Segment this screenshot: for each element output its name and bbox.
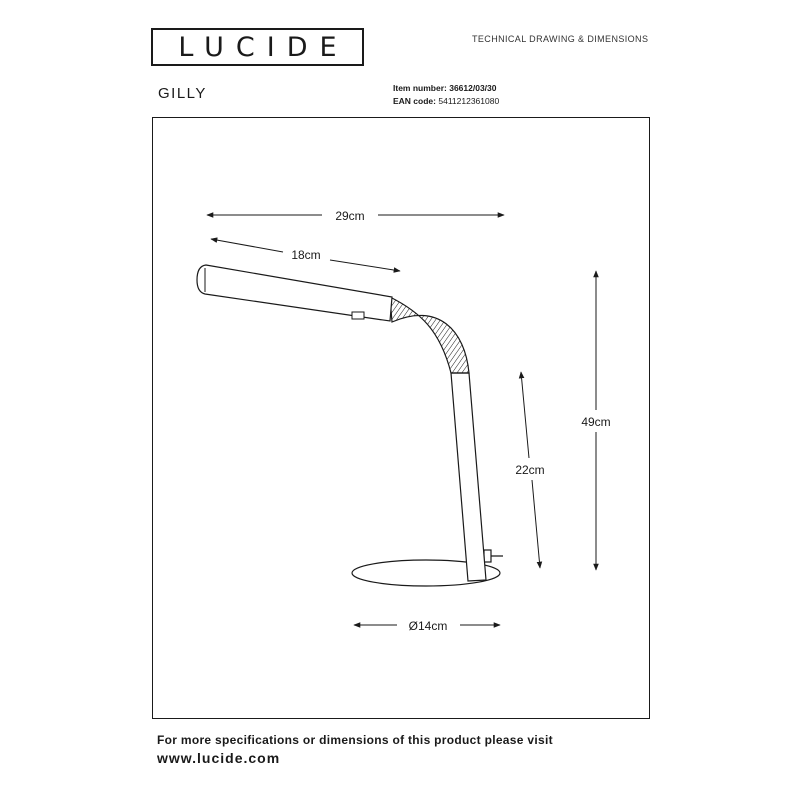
dimension-line-stem	[531, 479, 543, 569]
lamp-flex-joint	[389, 295, 470, 374]
dimension-width-label: 29cm	[335, 209, 364, 223]
ean-code: EAN code: 5411212361080	[393, 96, 499, 106]
dimension-line-arm	[329, 259, 401, 273]
document-type: TECHNICAL DRAWING & DIMENSIONS	[472, 34, 649, 44]
lamp-arm	[196, 264, 393, 322]
drawing-frame	[152, 117, 650, 719]
dimension-stem-label: 22cm	[515, 463, 544, 477]
brand-logo: LUCIDE	[151, 28, 364, 66]
ean-code-label: EAN code:	[393, 96, 436, 106]
item-number-label: Item number:	[393, 83, 447, 93]
brand-logo-text: LUCIDE	[178, 31, 349, 63]
product-name: GILLY	[158, 85, 207, 102]
ean-code-value: 5411212361080	[438, 96, 500, 106]
footer-note: For more specifications or dimensions of…	[157, 733, 553, 747]
item-number: Item number: 36612/03/30	[393, 83, 497, 93]
lamp-stem	[450, 372, 487, 582]
dimension-base-label: Ø14cm	[409, 619, 448, 633]
item-number-value: 36612/03/30	[449, 83, 497, 93]
dimension-arm-label: 18cm	[291, 248, 320, 262]
dimension-line-arm	[210, 237, 284, 253]
dimension-height-label: 49cm	[581, 415, 610, 429]
website-link[interactable]: www.lucide.com	[157, 750, 281, 766]
dimension-line-stem	[518, 371, 530, 459]
lamp-base	[351, 559, 501, 587]
